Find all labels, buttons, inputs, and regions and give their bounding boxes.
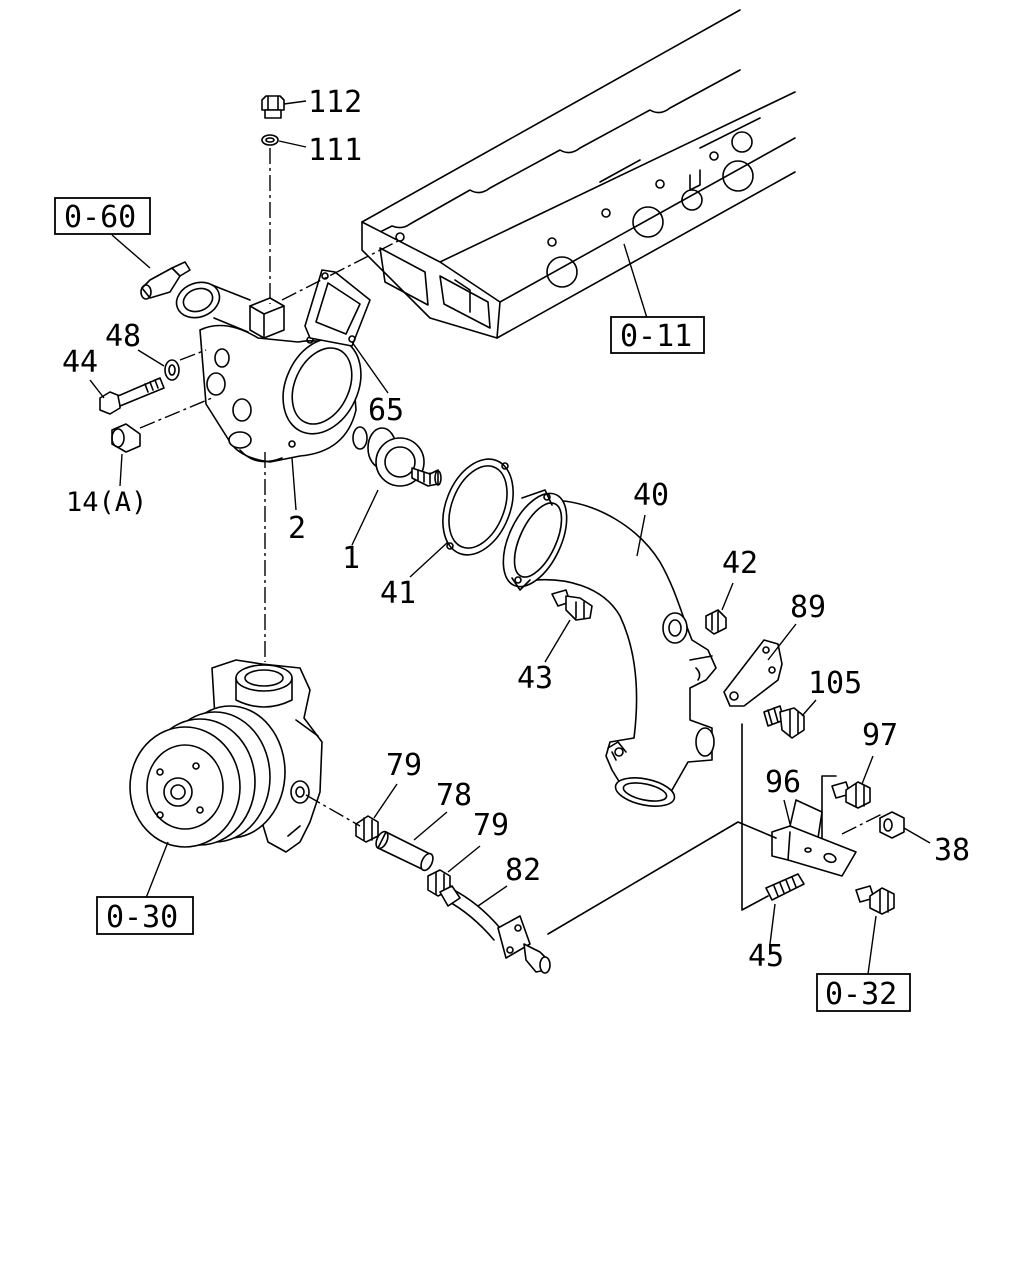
leader-lines bbox=[89, 100, 931, 975]
callout-79-lower[interactable]: 79 bbox=[473, 808, 509, 843]
reference-box-0-30[interactable]: 0-30 bbox=[96, 896, 194, 935]
thermostat-1-drawing bbox=[352, 426, 442, 487]
reference-box-0-11[interactable]: 0-11 bbox=[610, 316, 705, 354]
callout-112[interactable]: 112 bbox=[308, 85, 362, 120]
bolt-0-32-drawing bbox=[855, 885, 895, 915]
reference-label-0-60[interactable]: 0-60 bbox=[64, 200, 136, 235]
callout-65[interactable]: 65 bbox=[368, 393, 404, 428]
callout-41[interactable]: 41 bbox=[380, 576, 416, 611]
callout-42[interactable]: 42 bbox=[722, 546, 758, 581]
callout-43[interactable]: 43 bbox=[517, 661, 553, 696]
callout-38[interactable]: 38 bbox=[934, 833, 970, 868]
callout-96[interactable]: 96 bbox=[765, 765, 801, 800]
bracket-96-drawing bbox=[771, 799, 857, 877]
callout-89[interactable]: 89 bbox=[790, 590, 826, 625]
hose-78-drawing bbox=[375, 830, 434, 872]
sensor-0-60-drawing bbox=[140, 261, 191, 300]
callout-labels: 112 111 48 44 65 14(A) 2 1 41 40 42 89 4… bbox=[62, 85, 970, 974]
reference-box-0-32[interactable]: 0-32 bbox=[816, 973, 911, 1012]
callout-111[interactable]: 111 bbox=[308, 133, 362, 168]
assembly-centerlines bbox=[139, 148, 883, 935]
callout-14a[interactable]: 14(A) bbox=[66, 487, 147, 518]
callout-2[interactable]: 2 bbox=[288, 511, 306, 546]
reference-label-0-30[interactable]: 0-30 bbox=[106, 900, 178, 935]
bracket-89-drawing bbox=[723, 639, 783, 707]
reference-box-0-60[interactable]: 0-60 bbox=[54, 197, 151, 235]
callout-45[interactable]: 45 bbox=[748, 939, 784, 974]
washer-111-drawing bbox=[261, 134, 279, 146]
callout-78[interactable]: 78 bbox=[436, 778, 472, 813]
callout-44[interactable]: 44 bbox=[62, 345, 98, 380]
callout-40[interactable]: 40 bbox=[633, 478, 669, 513]
plug-42-drawing bbox=[705, 609, 727, 635]
water-pump-0-30-drawing bbox=[129, 659, 323, 853]
cap-14a-drawing bbox=[111, 423, 141, 453]
gasket-41-drawing bbox=[442, 458, 514, 556]
callout-82[interactable]: 82 bbox=[505, 853, 541, 888]
gasket-65-drawing bbox=[304, 269, 371, 347]
callout-48[interactable]: 48 bbox=[105, 319, 141, 354]
bolt-105-drawing bbox=[763, 705, 805, 739]
pipe-82-drawing bbox=[439, 885, 551, 974]
callout-79-upper[interactable]: 79 bbox=[386, 748, 422, 783]
bolt-44-drawing bbox=[99, 377, 165, 415]
bolt-43-drawing bbox=[551, 589, 593, 621]
stud-45-drawing bbox=[765, 873, 805, 901]
washer-48-drawing bbox=[164, 359, 180, 381]
water-pipe-40-drawing bbox=[502, 489, 717, 807]
thermostat-housing-2-drawing bbox=[175, 281, 362, 463]
callout-1[interactable]: 1 bbox=[342, 541, 360, 576]
reference-label-0-11[interactable]: 0-11 bbox=[620, 319, 692, 354]
fitting-79-upper-drawing bbox=[355, 815, 379, 843]
cylinder-head-drawing bbox=[361, 9, 796, 339]
plug-112-drawing bbox=[261, 95, 285, 119]
reference-label-0-32[interactable]: 0-32 bbox=[825, 977, 897, 1012]
callout-105[interactable]: 105 bbox=[808, 666, 862, 701]
callout-97[interactable]: 97 bbox=[862, 718, 898, 753]
bolt-97-drawing bbox=[831, 781, 871, 809]
nut-38-drawing bbox=[879, 811, 905, 839]
